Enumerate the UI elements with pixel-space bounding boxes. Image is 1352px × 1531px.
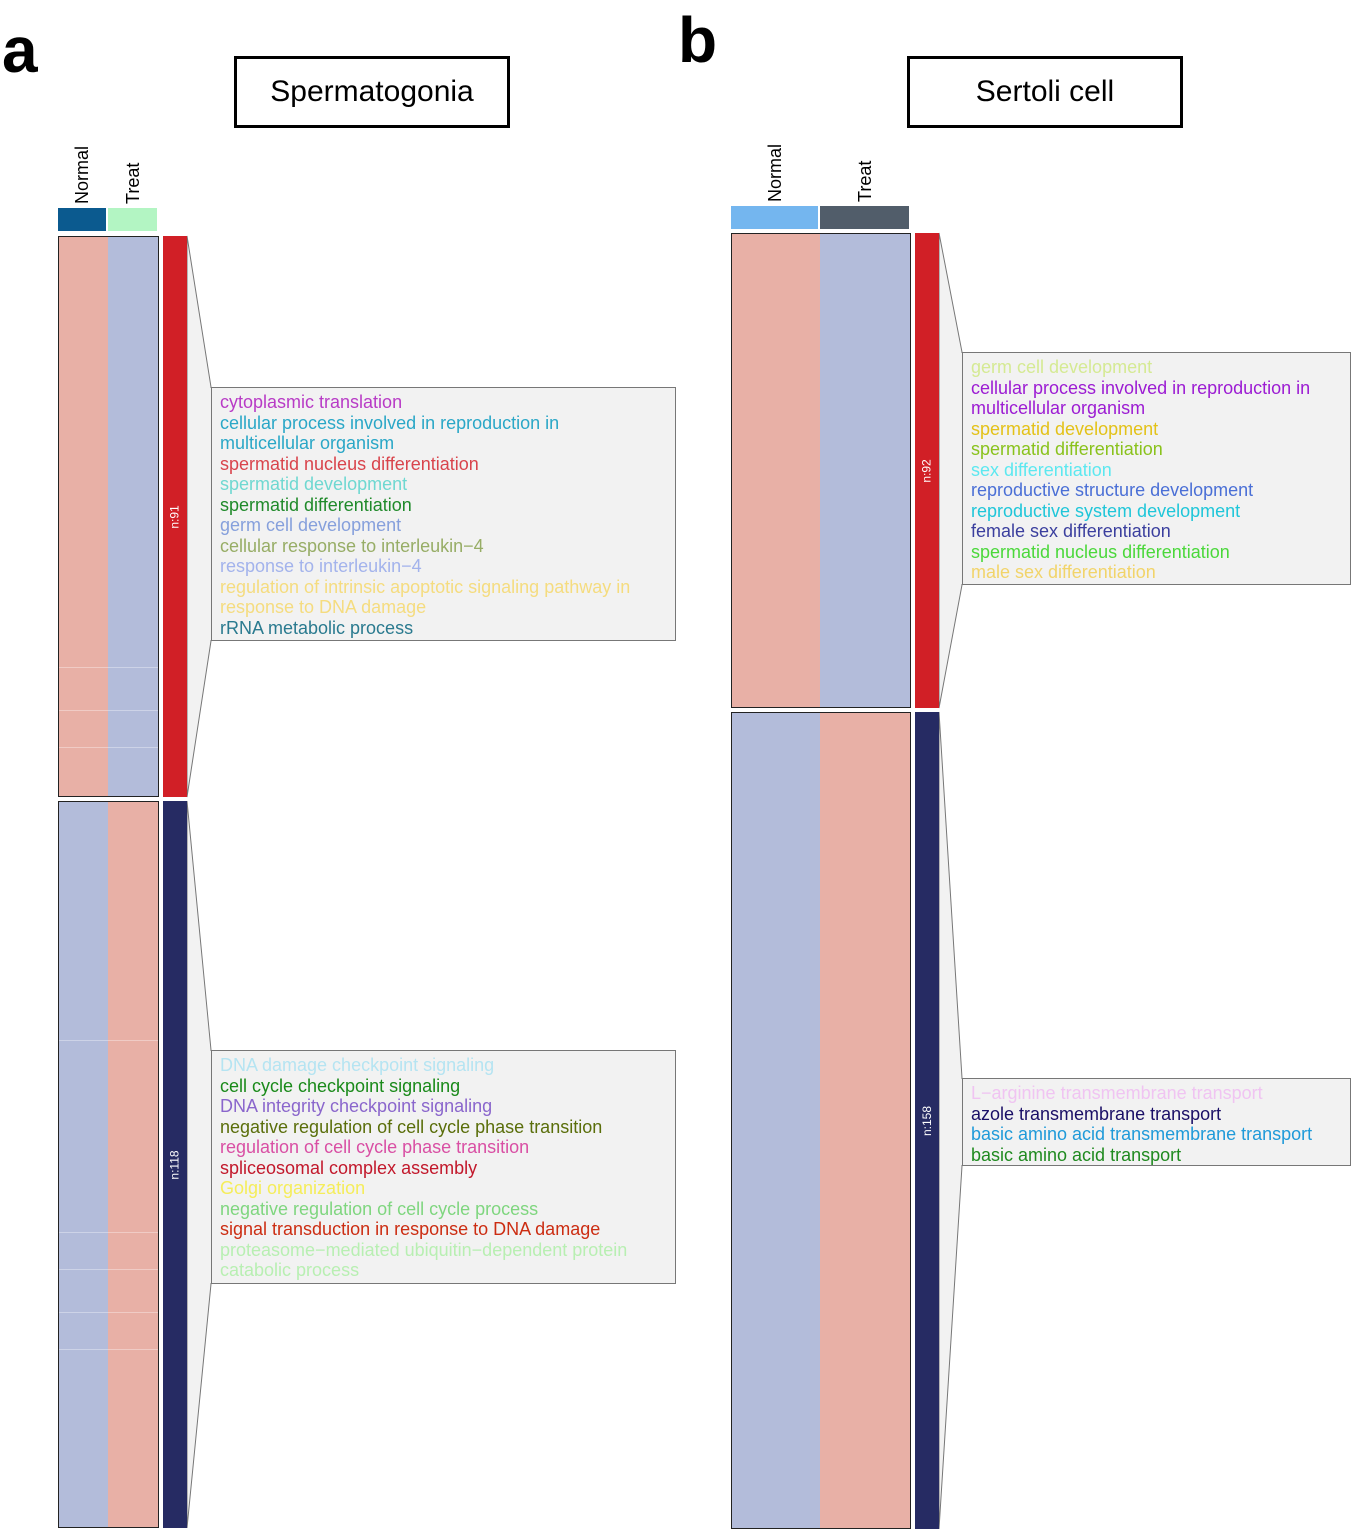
go-term: regulation of intrinsic apoptotic signal… <box>220 576 631 618</box>
panel-b-cluster-2-cell-normal <box>731 712 820 1529</box>
panel-a-column-annotation-treat <box>108 208 157 231</box>
go-term: spermatid differentiation <box>971 439 1163 459</box>
panel-a-cluster-1-border <box>58 236 159 797</box>
panel-a-cluster-2-size-label: n:118 <box>168 1149 183 1180</box>
go-term: reproductive structure development <box>971 480 1254 500</box>
go-term: cytoplasmic translation <box>220 392 403 412</box>
panel-a-cluster-2-row-separator <box>58 1269 159 1270</box>
go-term: negative regulation of cell cycle proces… <box>220 1198 539 1219</box>
panel-b-cluster-1-bar: n:92 <box>915 233 939 708</box>
panel-b-cluster-2-connector <box>938 711 963 1530</box>
panel-b-cluster-2-bar: n:158 <box>915 712 939 1529</box>
go-term: spermatid differentiation <box>220 494 412 515</box>
go-term: basic amino acid transport <box>971 1144 1182 1165</box>
go-term: reproductive system development <box>971 500 1241 521</box>
panel-a-cluster-2-row-separator <box>58 1349 159 1350</box>
go-term: proteasome−mediated ubiquitin−dependent … <box>220 1239 628 1281</box>
go-term: spermatid nucleus differentiation <box>971 541 1230 562</box>
panel-b-cluster-2-border <box>731 712 911 1529</box>
go-term: cellular process involved in reproductio… <box>220 412 560 454</box>
go-term: female sex differentiation <box>971 521 1171 541</box>
panel-a-column-annotation-normal <box>58 208 106 231</box>
panel-b-cluster-1-cell-treat <box>820 233 911 708</box>
go-term: spermatid development <box>971 418 1159 439</box>
panel-b-cluster-2-size-label: n:158 <box>920 1105 934 1136</box>
go-term: germ cell development <box>971 357 1153 377</box>
panel-a-cluster-2-row-separator <box>58 1040 159 1041</box>
go-term: regulation of cell cycle phase transitio… <box>220 1137 530 1157</box>
panel-b-cluster-2-cell-treat <box>820 712 911 1529</box>
panel-b-cluster-1-size-label: n:92 <box>919 458 934 483</box>
go-term: cell cycle checkpoint signaling <box>220 1075 461 1096</box>
panel-a-cluster-1-cell-treat <box>108 236 159 797</box>
go-term: rRNA metabolic process <box>220 617 414 638</box>
go-term: DNA integrity checkpoint signaling <box>220 1096 493 1116</box>
panel-b-cluster-1-cell-normal <box>731 233 820 708</box>
go-term: signal transduction in response to DNA d… <box>220 1219 601 1239</box>
panel-a-cluster-1-bar: n:91 <box>163 236 187 797</box>
panel-b-title: Sertoli cell <box>907 56 1183 128</box>
panel-letter-a: a <box>2 14 38 86</box>
go-term: azole transmembrane transport <box>971 1103 1222 1124</box>
panel-a-cluster-1-connector <box>186 235 212 798</box>
go-term: male sex differentiation <box>971 562 1156 582</box>
panel-b-cluster-1-connector <box>938 232 963 709</box>
panel-a-cluster-2-border <box>58 801 159 1528</box>
go-term: L−arginine transmembrane transport <box>971 1083 1263 1103</box>
panel-a-cluster-2-bar: n:118 <box>163 801 187 1528</box>
go-term: sex differentiation <box>971 459 1112 480</box>
go-term: negative regulation of cell cycle phase … <box>220 1116 603 1137</box>
panel-a-cluster-1-cell-normal <box>58 236 108 797</box>
go-term: cellular process involved in reproductio… <box>971 377 1311 419</box>
go-term: spermatid development <box>220 474 408 494</box>
go-term: response to interleukin−4 <box>220 556 422 576</box>
panel-a-cluster-2-cell-treat <box>108 801 159 1528</box>
panel-a-cluster-1-row-separator <box>58 667 159 668</box>
panel-a-cluster-2-row-separator <box>58 1312 159 1313</box>
panel-letter-b: b <box>678 4 718 76</box>
go-term: DNA damage checkpoint signaling <box>220 1055 495 1075</box>
panel-a-cluster-1-row-separator <box>58 710 159 711</box>
go-term: spliceosomal complex assembly <box>220 1157 478 1178</box>
panel-a-title: Spermatogonia <box>234 56 510 128</box>
panel-b-column-annotation-normal <box>731 206 818 229</box>
panel-a-cluster-2-cell-normal <box>58 801 108 1528</box>
panel-a-cluster-2-row-separator <box>58 1232 159 1233</box>
panel-a-cluster-2-connector <box>186 800 212 1529</box>
go-term: spermatid nucleus differentiation <box>220 453 479 474</box>
go-term: cellular response to interleukin−4 <box>220 535 484 556</box>
go-term: Golgi organization <box>220 1178 366 1198</box>
panel-b-column-annotation-treat <box>820 206 909 229</box>
panel-b-cluster-1-border <box>731 233 911 708</box>
panel-a-cluster-1-row-separator <box>58 747 159 748</box>
go-term: germ cell development <box>220 515 402 535</box>
go-term: basic amino acid transmembrane transport <box>971 1124 1313 1144</box>
panel-a-cluster-1-size-label: n:91 <box>167 504 182 529</box>
